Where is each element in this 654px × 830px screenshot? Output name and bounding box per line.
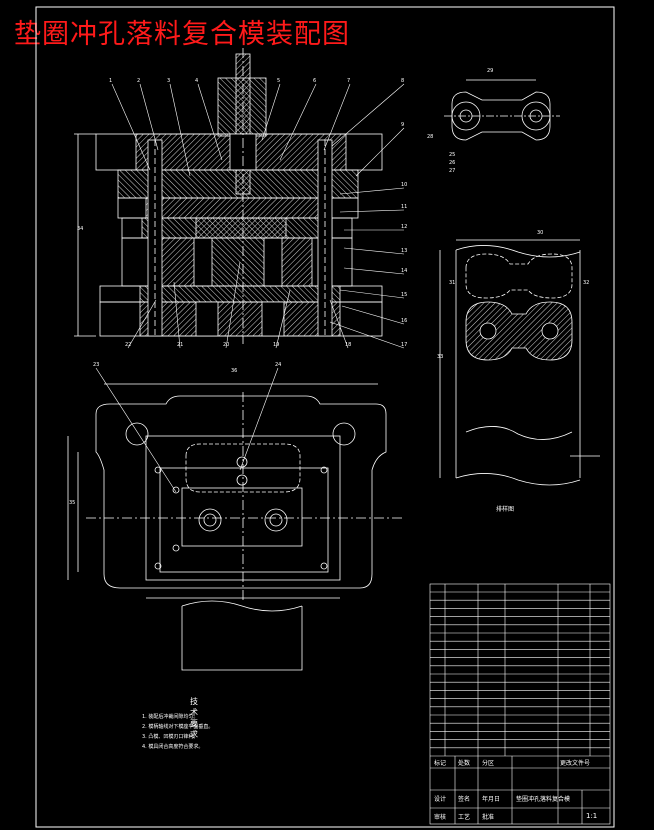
drawing-title: 垫圈冲孔落料复合模装配图	[14, 19, 350, 50]
part-balloon: 21	[177, 342, 184, 348]
part-balloon: 3	[167, 78, 171, 84]
part-balloon: 11	[401, 204, 408, 210]
part-balloon: 22	[125, 342, 132, 348]
tb-label: 审核	[434, 814, 447, 821]
blank-shape	[465, 301, 573, 361]
note-line: 3. 凸模、凹模刃口锋利。	[142, 734, 199, 740]
part-balloon: 5	[277, 78, 281, 84]
part-balloon: 7	[347, 78, 351, 84]
sheet-border	[35, 6, 615, 828]
part-balloon: 35	[69, 500, 76, 506]
title-block-name: 垫圈冲孔落料复合模	[516, 796, 571, 803]
title-block-ratio: 1:1	[586, 812, 598, 820]
tb-label: 标记	[434, 760, 447, 767]
part-balloon: 26	[449, 160, 456, 166]
parts-list-rows	[430, 591, 610, 749]
part-balloon: 17	[401, 342, 408, 348]
front-section-view	[74, 48, 383, 344]
part-balloon: 1	[109, 78, 113, 84]
tb-label: 更改文件号	[560, 760, 591, 767]
part-balloon: 31	[449, 280, 456, 286]
part-balloon: 19	[273, 342, 280, 348]
part-balloon: 28	[427, 134, 434, 140]
part-balloon: 29	[487, 68, 494, 74]
part-balloon: 6	[313, 78, 317, 84]
tb-label: 工艺	[458, 814, 471, 821]
part-balloon: 30	[537, 230, 544, 236]
notes-heading: 技术要求	[190, 697, 200, 739]
part-balloon: 12	[401, 224, 408, 230]
tb-label: 处数	[458, 760, 471, 767]
guide-hole-right	[332, 422, 356, 446]
note-line: 4. 模具闭合高度符合要求。	[142, 744, 204, 750]
part-balloon: 25	[449, 152, 456, 158]
part-balloon: 10	[401, 182, 408, 188]
strip-layout-label: 排样图	[496, 506, 515, 513]
strip-layout	[439, 239, 600, 486]
part-balloon: 24	[275, 362, 282, 368]
part-balloon: 27	[449, 168, 456, 174]
stock-strip	[181, 606, 303, 671]
part-balloon: 32	[583, 280, 590, 286]
part-drawing-washer	[444, 79, 560, 141]
part-balloon: 2	[137, 78, 141, 84]
note-line: 1. 装配后冲裁间隙均匀。	[142, 714, 199, 720]
guide-hole-left	[125, 422, 149, 446]
part-leaders	[95, 83, 405, 493]
part-balloon: 14	[401, 268, 408, 274]
part-balloon: 18	[345, 342, 352, 348]
tb-label: 设计	[434, 796, 447, 803]
part-balloon: 13	[401, 248, 408, 254]
tb-label: 签名	[458, 796, 471, 803]
tb-label: 年月日	[482, 796, 501, 803]
part-balloon: 36	[231, 368, 238, 374]
plan-view	[67, 383, 404, 671]
part-balloon: 8	[401, 78, 405, 84]
part-balloon: 33	[437, 354, 444, 360]
part-balloon: 4	[195, 78, 199, 84]
part-balloon: 20	[223, 342, 230, 348]
parts-list	[429, 583, 611, 825]
lower-die-outline	[95, 395, 387, 589]
part-balloon: 15	[401, 292, 408, 298]
note-line: 2. 模柄轴线对下模座平面垂直。	[142, 724, 214, 730]
part-balloon: 9	[401, 122, 405, 128]
tb-label: 分区	[482, 760, 495, 767]
tb-label: 批准	[482, 814, 495, 821]
part-balloon: 34	[77, 226, 84, 232]
part-balloon: 23	[93, 362, 100, 368]
part-balloon: 16	[401, 318, 408, 324]
